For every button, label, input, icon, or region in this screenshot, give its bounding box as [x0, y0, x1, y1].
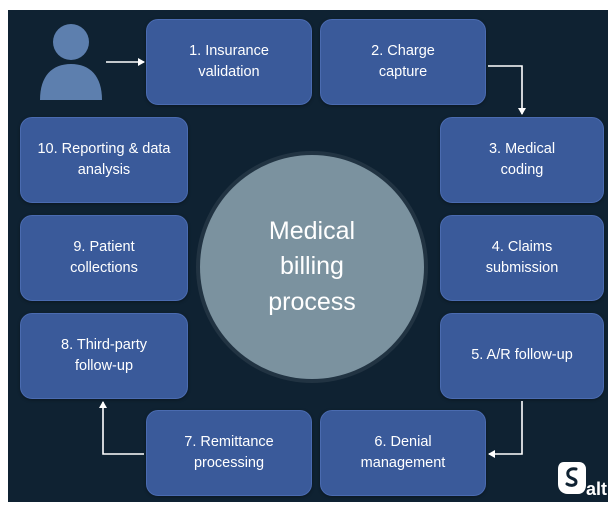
- step-patient-collections: 9. Patient collections: [20, 215, 188, 301]
- billing-process-diagram: Medical billing process 1. Insurance val…: [8, 10, 608, 502]
- brand-logo-icon: [558, 462, 586, 494]
- step-insurance-validation: 1. Insurance validation: [146, 19, 312, 105]
- step-third-party-follow-up: 8. Third-party follow-up: [20, 313, 188, 399]
- step-remittance-processing: 7. Remittance processing: [146, 410, 312, 496]
- step-ar-follow-up: 5. A/R follow-up: [440, 313, 604, 399]
- step-reporting-data-analysis: 10. Reporting & data analysis: [20, 117, 188, 203]
- person-icon: [40, 24, 102, 100]
- arrow-remittance-to-third-party: [99, 401, 144, 455]
- arrow-ar-to-denial: [488, 401, 523, 458]
- step-denial-management: 6. Denial management: [320, 410, 486, 496]
- brand-logo-text: alt: [586, 479, 608, 499]
- step-claims-submission: 4. Claims submission: [440, 215, 604, 301]
- arrow-charge-to-coding: [488, 65, 526, 115]
- step-medical-coding: 3. Medical coding: [440, 117, 604, 203]
- center-circle: Medical billing process: [200, 155, 424, 379]
- step-charge-capture: 2. Charge capture: [320, 19, 486, 105]
